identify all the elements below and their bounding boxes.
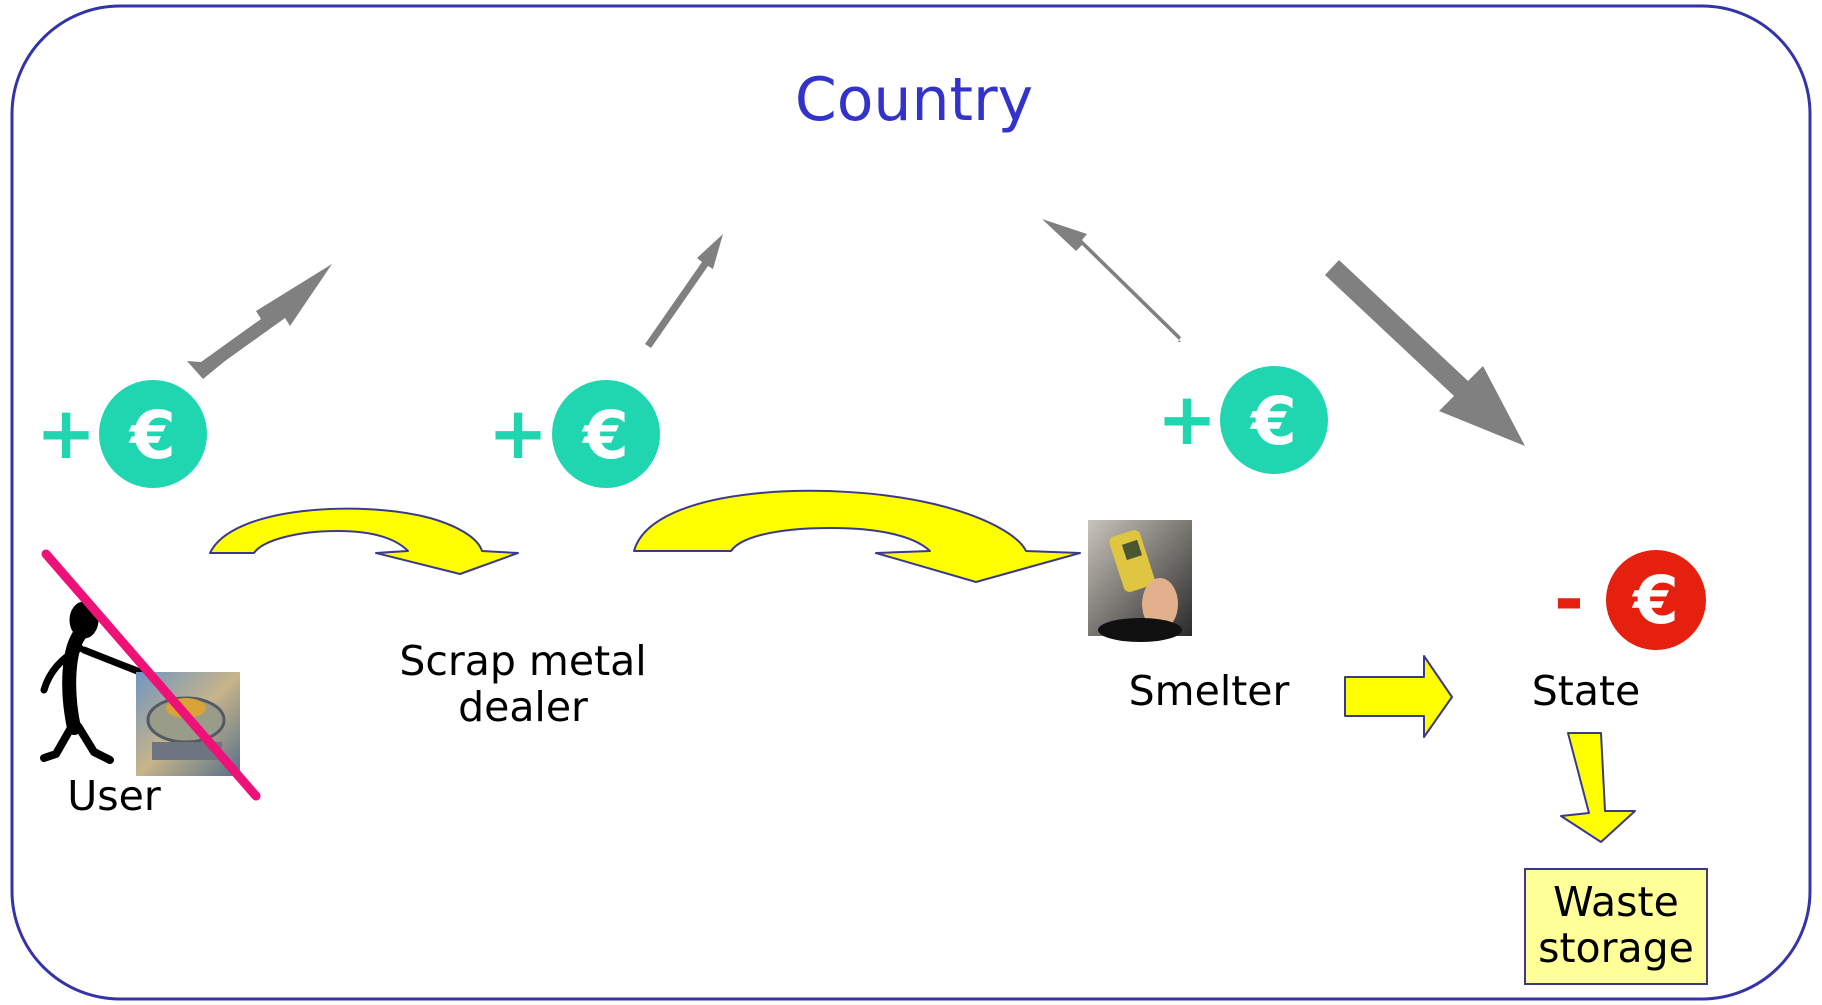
euro-symbol: € xyxy=(128,397,176,474)
waste-storage-box: Waste storage xyxy=(1524,868,1708,985)
minus-sign: - xyxy=(1554,557,1584,641)
node-label-smelter: Smelter xyxy=(1129,667,1290,715)
coin-gain-user: € + xyxy=(36,380,207,488)
plus-sign: + xyxy=(1157,377,1217,461)
radiation-detector-photo-icon xyxy=(1088,520,1192,642)
coin-gain-smelter: € + xyxy=(1157,366,1328,474)
money-arrow-smelter-to-country xyxy=(1042,219,1181,342)
waste-label-line2: storage xyxy=(1538,924,1694,972)
node-label-dealer-line1: Scrap metal xyxy=(399,637,646,685)
waste-label-line1: Waste xyxy=(1553,878,1679,926)
coin-loss-state: € - xyxy=(1554,550,1706,650)
material-arrow-dealer-to-smelter xyxy=(633,489,1081,583)
money-arrow-dealer-to-country xyxy=(645,234,723,348)
node-label-dealer-line2: dealer xyxy=(458,683,588,731)
euro-symbol: € xyxy=(1631,562,1679,639)
red-strike-icon xyxy=(41,549,261,801)
euro-coin-icon xyxy=(552,380,660,488)
euro-coin-icon xyxy=(99,380,207,488)
euro-symbol: € xyxy=(1249,383,1297,460)
coin-gain-dealer: € + xyxy=(488,380,660,488)
money-arrow-country-to-state xyxy=(1325,260,1525,446)
material-arrow-smelter-to-state xyxy=(1344,655,1453,738)
money-arrow-user-to-country xyxy=(187,264,332,379)
node-label-user: User xyxy=(67,772,161,820)
diagram-title: Country xyxy=(795,65,1033,135)
material-arrow-user-to-dealer xyxy=(209,507,519,575)
plus-sign: + xyxy=(36,391,96,475)
euro-coin-icon xyxy=(1220,366,1328,474)
node-label-state: State xyxy=(1532,667,1641,715)
euro-symbol: € xyxy=(581,397,629,474)
plus-sign: + xyxy=(488,391,548,475)
euro-coin-icon xyxy=(1606,550,1706,650)
material-arrow-state-to-waste xyxy=(1560,732,1636,843)
